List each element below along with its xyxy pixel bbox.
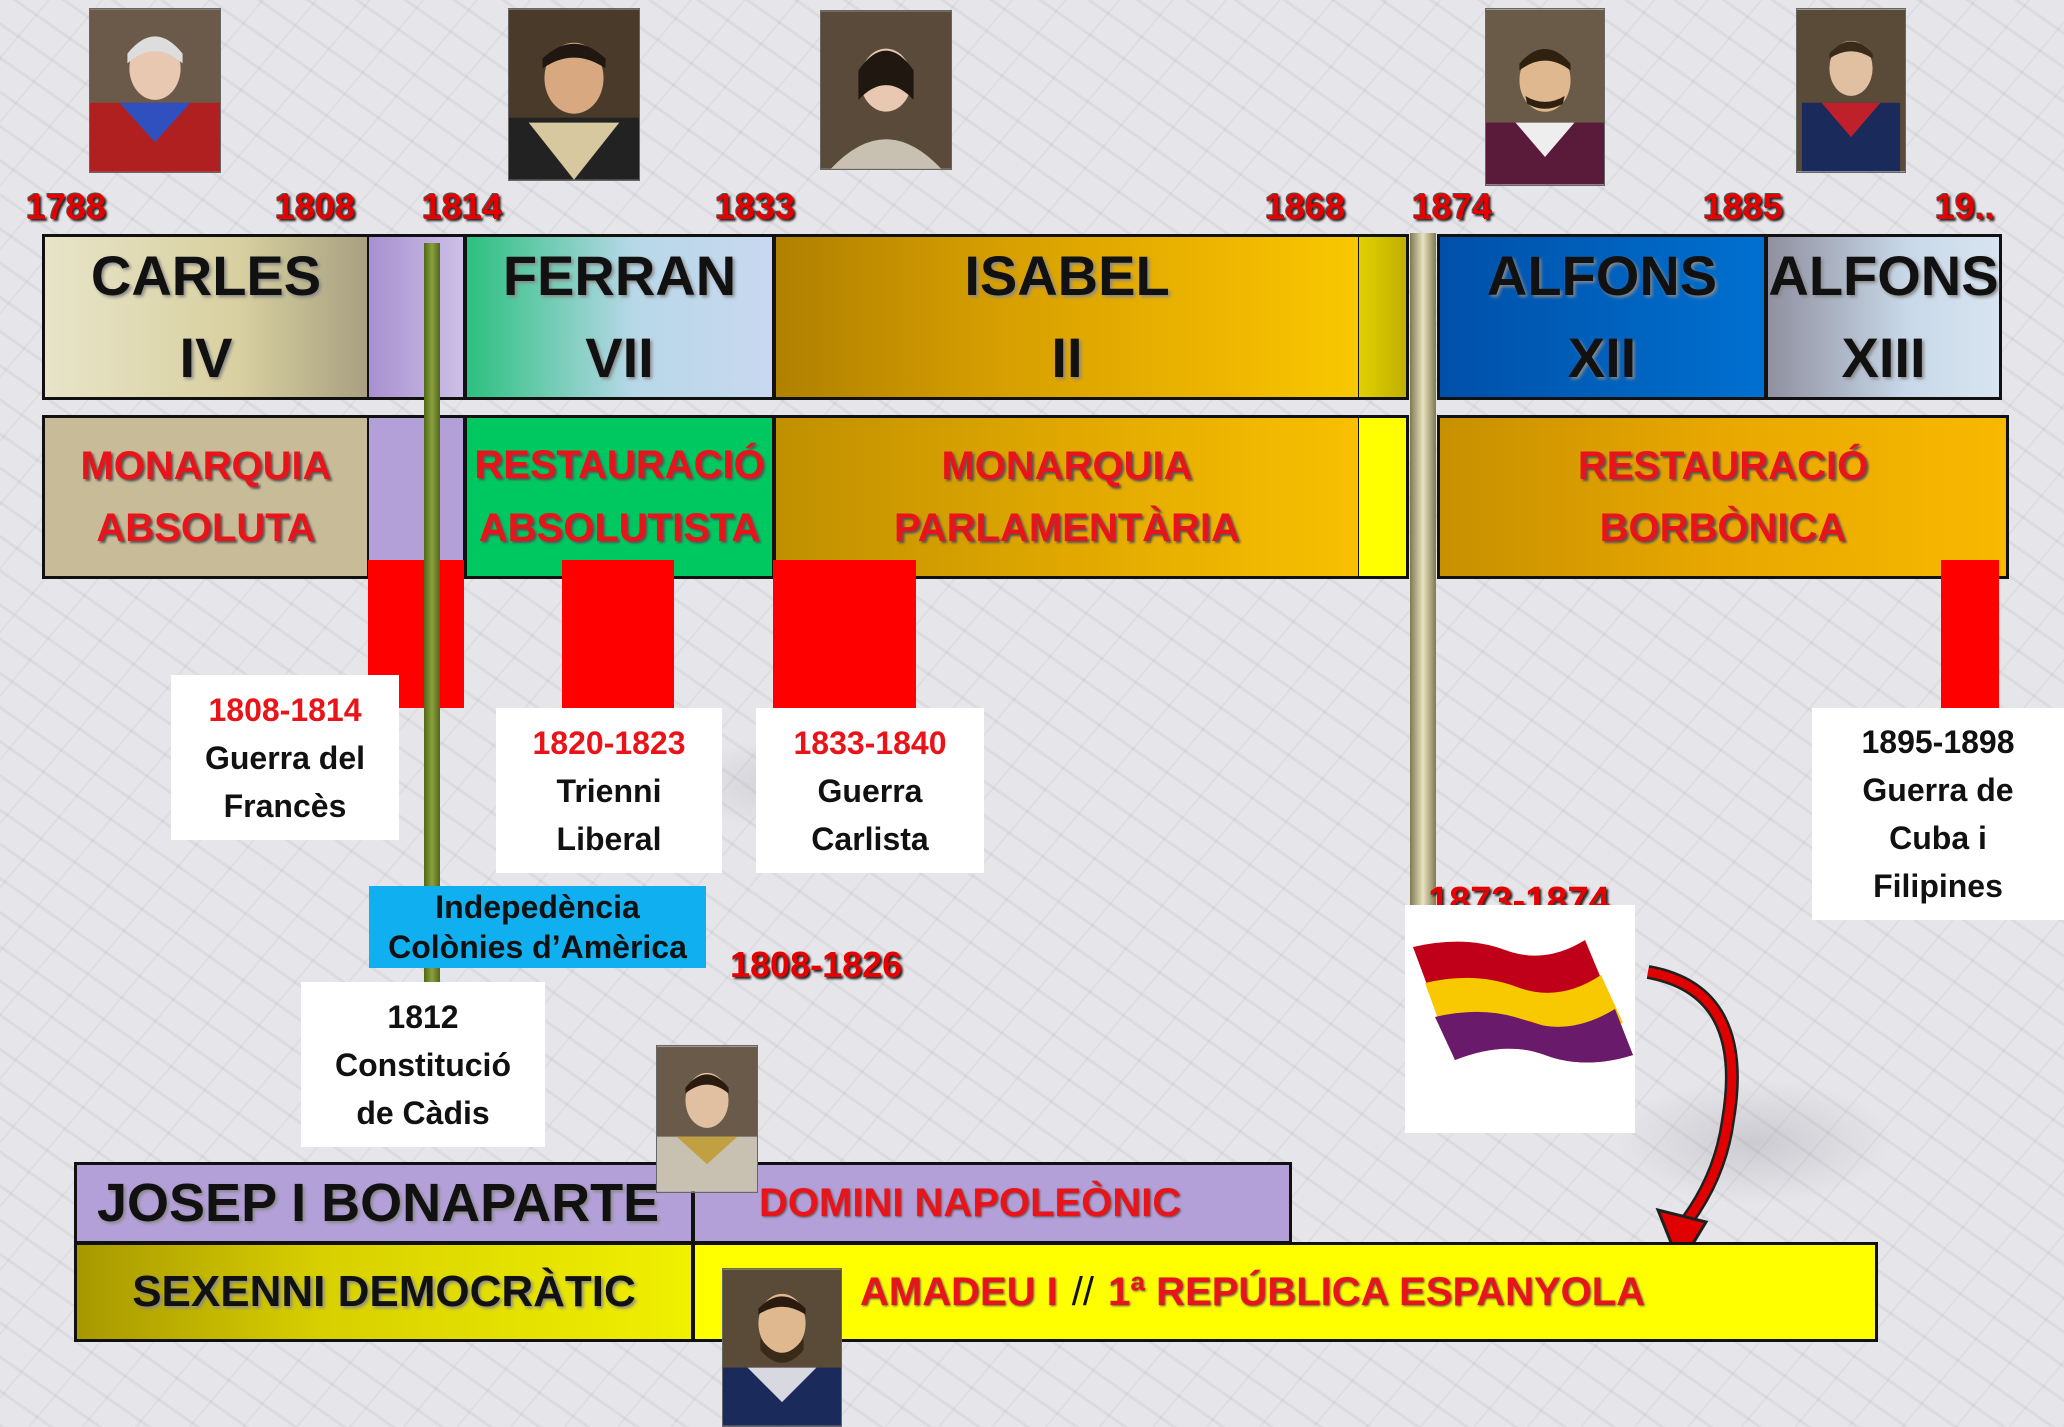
portrait-alfons-xii: [1485, 8, 1605, 186]
event-guerra-frances: 1808-1814 Guerra del Francès: [171, 675, 399, 840]
bar-domini-napoleonic: DOMINI NAPOLEÒNIC: [692, 1162, 1292, 1244]
bar-sexenni-democratic: SEXENNI DEMOCRÀTIC: [74, 1242, 694, 1342]
regime-gap-bonaparte: [369, 415, 466, 579]
year-19xx: 19..: [1935, 186, 1996, 227]
year-1885: 1885: [1703, 186, 1784, 227]
event-guerra-cuba: 1895-1898 Guerra de Cuba i Filipines: [1812, 708, 2064, 920]
king-gap-sexenni: [1359, 234, 1409, 400]
regime-gap-sexenni: [1359, 415, 1409, 579]
portrait-carles-iv: [89, 8, 221, 173]
curved-arrow-icon: [1646, 965, 1739, 1269]
bar-josep-bonaparte: JOSEP I BONAPARTE: [74, 1162, 694, 1244]
event-constitucio-cadis: 1812 Constitució de Càdis: [301, 982, 545, 1147]
event-marker-cuba: [1941, 560, 1999, 708]
year-1833: 1833: [715, 186, 796, 227]
king-gap-bonaparte: [369, 234, 466, 400]
event-trienni-liberal: 1820-1823 Trienni Liberal: [496, 708, 722, 873]
year-1788: 1788: [26, 186, 107, 227]
event-guerra-carlista: 1833-1840 Guerra Carlista: [756, 708, 984, 873]
portrait-alfons-xiii: [1796, 8, 1906, 173]
year-1874: 1874: [1412, 186, 1493, 227]
line-1873: [1410, 233, 1436, 905]
year-1814: 1814: [422, 186, 503, 227]
event-marker-carlista: [773, 560, 916, 708]
republic-flag-box: [1405, 905, 1635, 1133]
event-independencia-years: 1808-1826: [730, 944, 903, 985]
event-marker-trienni: [562, 560, 674, 708]
line-1812: [424, 243, 440, 985]
portrait-josep-bonaparte: [656, 1045, 758, 1193]
republic-flag-icon: [1413, 940, 1633, 1063]
year-1868: 1868: [1265, 186, 1346, 227]
bar-amadeu-republica: AMADEU I // 1ª REPÚBLICA ESPANYOLA: [692, 1242, 1878, 1342]
portrait-amadeu-i: [722, 1268, 842, 1427]
event-independencia: Indepedència Colònies d’Amèrica: [369, 886, 706, 968]
year-1808: 1808: [275, 186, 356, 227]
portrait-ferran-vii: [508, 8, 640, 181]
portrait-isabel-ii: [820, 10, 952, 170]
